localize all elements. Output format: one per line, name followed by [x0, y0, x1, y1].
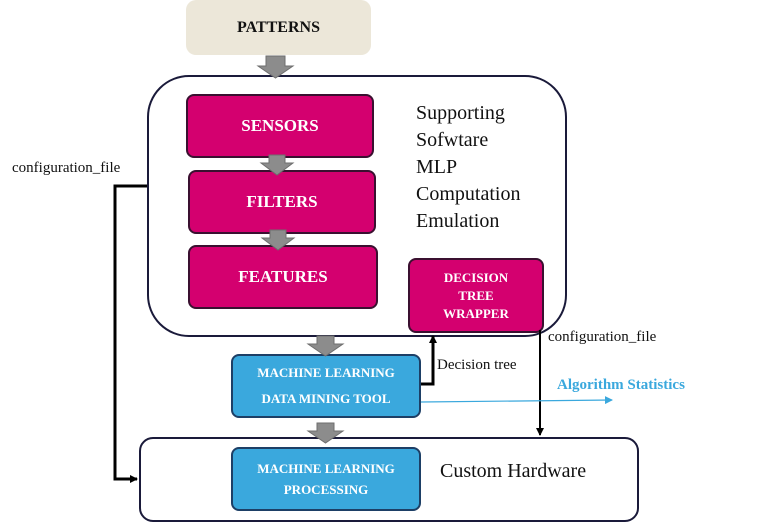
config-left-connector: [113, 184, 147, 483]
supporting-software-text: Supporting Sofwtare MLP Computation Emul…: [416, 100, 566, 235]
flow-arrow-patterns-to-container: [256, 55, 295, 79]
custom-hardware-label: Custom Hardware: [440, 460, 587, 482]
mldm-line: MACHINE LEARNING: [257, 365, 395, 380]
sensors-label: SENSORS: [241, 116, 319, 135]
config-file-label-right: configuration_file: [548, 329, 657, 345]
ml-data-mining-tool-node: MACHINE LEARNING DATA MINING TOOL: [231, 354, 421, 418]
decision-tree-connector: [421, 335, 437, 386]
ml-processing-node: MACHINE LEARNING PROCESSING: [231, 447, 421, 511]
algorithm-statistics-connector: [420, 396, 613, 405]
mlp-line: PROCESSING: [283, 482, 369, 497]
decision-tree-label: Decision tree: [437, 357, 517, 373]
patterns-label: PATTERNS: [237, 18, 320, 36]
supporting-line: MLP: [416, 156, 458, 178]
flow-arrow-filters-to-features: [260, 229, 296, 251]
dtw-line: WRAPPER: [443, 305, 509, 321]
dtw-line: DECISION: [443, 269, 509, 285]
supporting-line: Supporting: [416, 102, 505, 124]
features-node: FEATURES: [188, 245, 378, 309]
patterns-node: PATTERNS: [186, 0, 371, 55]
supporting-line: Sofwtare: [416, 129, 489, 151]
mldm-line: DATA MINING TOOL: [261, 391, 391, 406]
config-file-label-left: configuration_file: [12, 160, 121, 176]
supporting-line: Emulation: [416, 210, 500, 232]
dtw-line: TREE: [458, 287, 494, 303]
supporting-line: Computation: [416, 183, 521, 205]
flow-arrow-mldm-to-hardware: [306, 422, 345, 444]
decision-tree-wrapper-node: DECISION TREE WRAPPER: [408, 258, 544, 333]
mlp-line: MACHINE LEARNING: [257, 461, 395, 476]
features-label: FEATURES: [238, 267, 328, 286]
flow-arrow-container-to-mldm: [306, 335, 345, 357]
algorithm-statistics-label: Algorithm Statistics: [557, 377, 685, 393]
filters-label: FILTERS: [246, 192, 318, 211]
flow-arrow-sensors-to-filters: [259, 154, 295, 176]
